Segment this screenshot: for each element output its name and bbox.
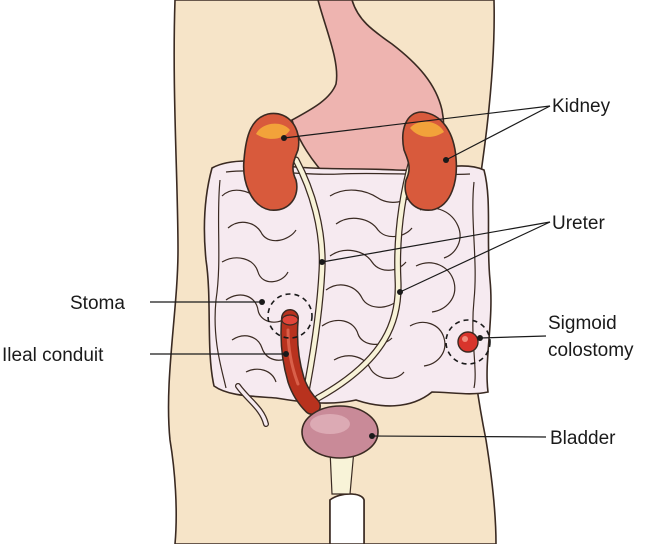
leader-lines — [150, 105, 551, 438]
label-kidney: Kidney — [552, 96, 611, 117]
label-ureter: Ureter — [552, 213, 605, 234]
label-bladder: Bladder — [550, 428, 616, 449]
sigmoid-dashed-circle — [445, 319, 491, 365]
colon-tail-inner — [236, 384, 268, 426]
label-sigmoid: Sigmoid — [548, 313, 617, 334]
label-stoma: Stoma — [70, 293, 125, 314]
conduit-stoma-opening — [281, 314, 299, 326]
right-kidney — [402, 111, 458, 211]
leader-dots — [259, 135, 483, 439]
sigmoid-stoma — [457, 331, 479, 353]
left-kidney — [242, 112, 300, 211]
groin-gap — [329, 493, 365, 545]
label-ileal-conduit: Ileal conduit — [2, 345, 104, 366]
label-colostomy: colostomy — [548, 340, 634, 361]
ureters — [292, 156, 416, 402]
large-intestine — [203, 160, 492, 407]
stoma-dashed-circle — [267, 293, 313, 339]
